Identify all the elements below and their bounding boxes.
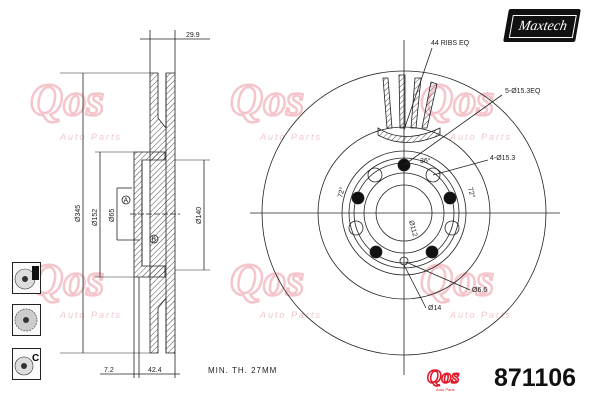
svg-text:Qos: Qos	[230, 254, 304, 305]
svg-text:Qos: Qos	[30, 254, 104, 305]
label-small-hole: Ø6.6	[472, 287, 487, 294]
dim-bore-diameter: Ø65	[109, 209, 116, 222]
svg-text:Auto Parts: Auto Parts	[259, 310, 322, 320]
svg-text:Auto Parts: Auto Parts	[259, 132, 322, 142]
svg-text:Qos: Qos	[427, 366, 459, 388]
svg-text:Auto Parts: Auto Parts	[59, 132, 122, 142]
min-thickness: MIN. TH. 27MM	[208, 366, 278, 375]
drilled-slotted-disc-icon	[12, 304, 41, 336]
label-angle-36: 36°	[420, 157, 431, 165]
label-holes-4: 4-Ø15.3	[490, 155, 515, 162]
side-view	[60, 30, 210, 378]
maxtech-logo: Maxtech	[503, 9, 581, 42]
svg-text:Auto Parts: Auto Parts	[449, 310, 512, 320]
svg-text:Qos: Qos	[230, 74, 304, 125]
dim-outer-diameter: Ø345	[75, 205, 82, 222]
label-holes-5: 5-Ø15.3EQ	[505, 88, 541, 95]
svg-text:Auto Parts: Auto Parts	[449, 132, 512, 142]
label-ribs: 44 RIBS EQ	[431, 40, 470, 47]
dim-hub-diameter: Ø152	[92, 209, 99, 226]
front-view	[250, 40, 560, 375]
part-number: 871106	[494, 364, 577, 392]
datum-b: B	[152, 237, 157, 244]
dim-hat-diameter: Ø140	[196, 207, 203, 224]
label-angle-72-right: 72°	[466, 186, 477, 198]
svg-text:Qos: Qos	[30, 74, 104, 125]
label-hole-14: Ø14	[428, 305, 441, 312]
side-view-labels: 29.9 Ø345 Ø152 Ø65 Ø140 A B 7.2 42.4	[75, 32, 203, 374]
dim-height: 42.4	[148, 367, 162, 374]
svg-text:C: C	[32, 353, 39, 364]
front-view-labels: 44 RIBS EQ 5-Ø15.3EQ 4-Ø15.3 36° 72° 72°…	[336, 40, 541, 312]
label-angle-72-left: 72°	[336, 186, 347, 198]
svg-text:Qos: Qos	[420, 254, 494, 305]
qos-logo: Qos Auto Parts	[426, 365, 460, 392]
svg-text:Auto Parts: Auto Parts	[59, 310, 122, 320]
datum-a: A	[124, 198, 129, 205]
label-pcd: Ø112	[407, 220, 418, 238]
dim-offset: 7.2	[104, 367, 114, 374]
dim-thickness: 29.9	[186, 32, 200, 39]
svg-text:Auto Parts: Auto Parts	[435, 387, 455, 392]
logo-text: Maxtech	[508, 15, 577, 38]
disc-with-pads-icon	[12, 262, 41, 294]
coated-disc-icon: C	[12, 348, 41, 380]
